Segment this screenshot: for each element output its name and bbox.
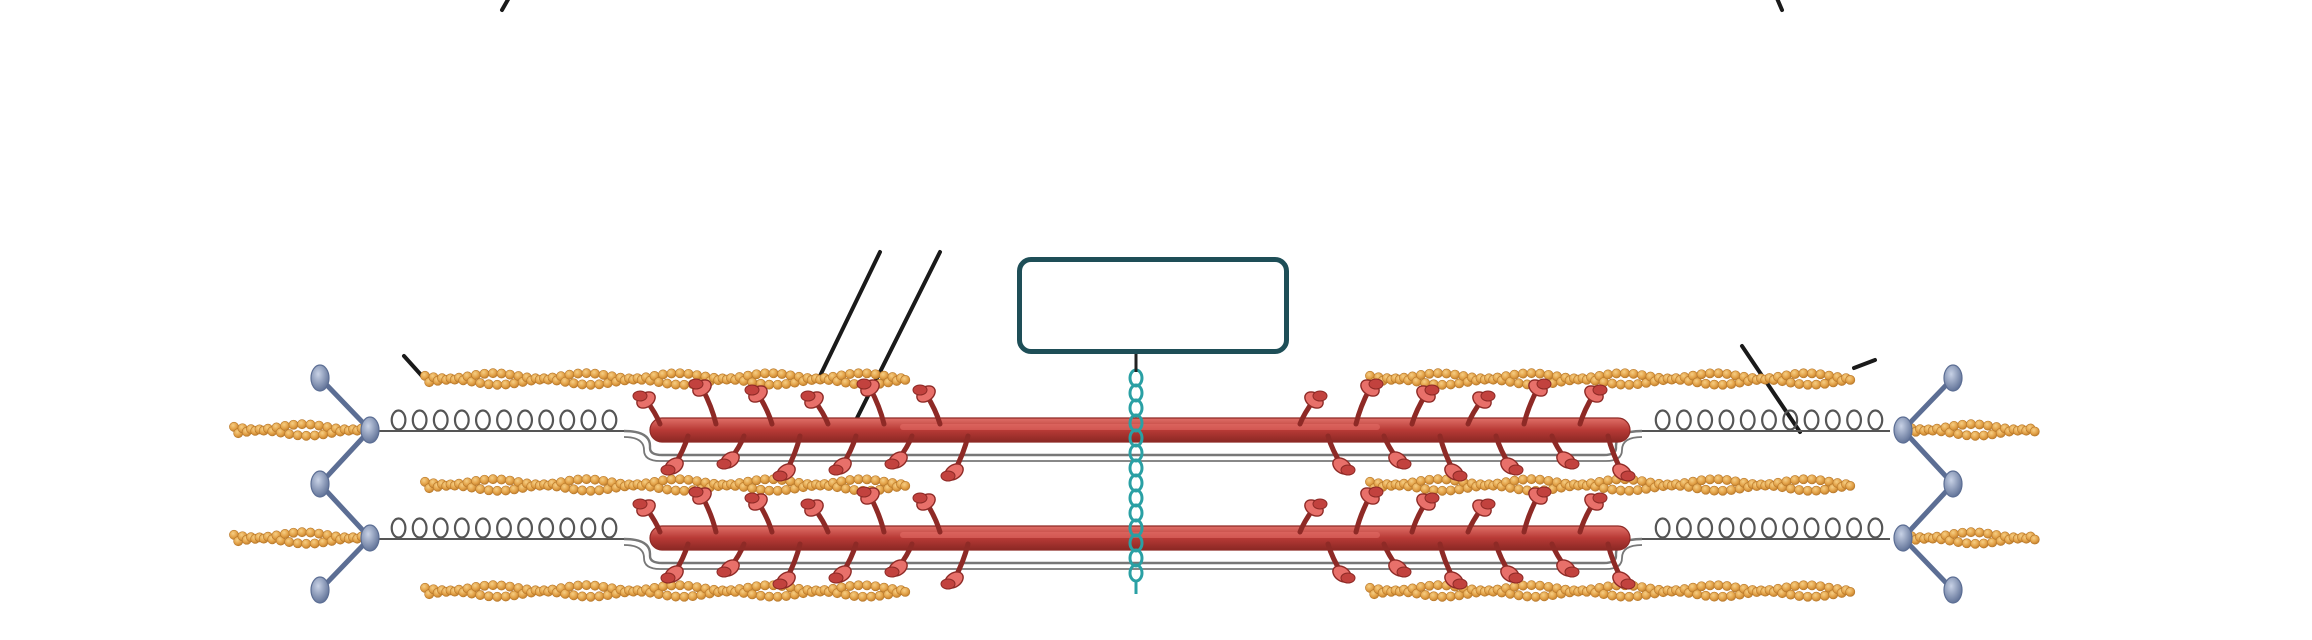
leader-lines [402, 0, 1877, 434]
thin-filament-right-3 [1365, 580, 1856, 602]
thick-filament-2 [632, 486, 1636, 590]
leader-line-thin-filament [816, 250, 882, 382]
thin-filament-left-2 [420, 474, 911, 496]
thin-filament-left-1 [420, 368, 911, 390]
leader-line-z-disc-left [402, 354, 424, 378]
top-caption-fragment [1000, 0, 1300, 16]
thin-filament-outer-left-1 [229, 419, 380, 441]
z-disc-left [310, 364, 380, 604]
m-line-chain [1128, 338, 1144, 594]
leader-line-top-right [1775, 0, 1784, 12]
thin-filament-left-3 [420, 580, 911, 602]
leader-line-titin [1740, 344, 1802, 434]
z-discs [310, 364, 1963, 604]
thin-filament-outer-right-2 [1898, 527, 2040, 549]
z-disc-right [1893, 364, 1963, 604]
thin-filament-outer-right-1 [1898, 419, 2040, 441]
thin-filament-right-1 [1365, 368, 1856, 390]
titin-spring-left-1 [378, 409, 1140, 462]
thin-filament-right-2 [1365, 474, 1856, 496]
m-line [1128, 338, 1144, 594]
label-box[interactable] [1017, 257, 1289, 354]
leader-line-thick-filament [848, 250, 942, 434]
titin-springs [378, 409, 1890, 570]
leader-line-z-disc-right [1852, 358, 1877, 370]
thin-filament-outer-left-2 [229, 527, 380, 549]
titin-spring-left-2 [378, 517, 1140, 570]
leader-line-top-left [500, 0, 511, 12]
